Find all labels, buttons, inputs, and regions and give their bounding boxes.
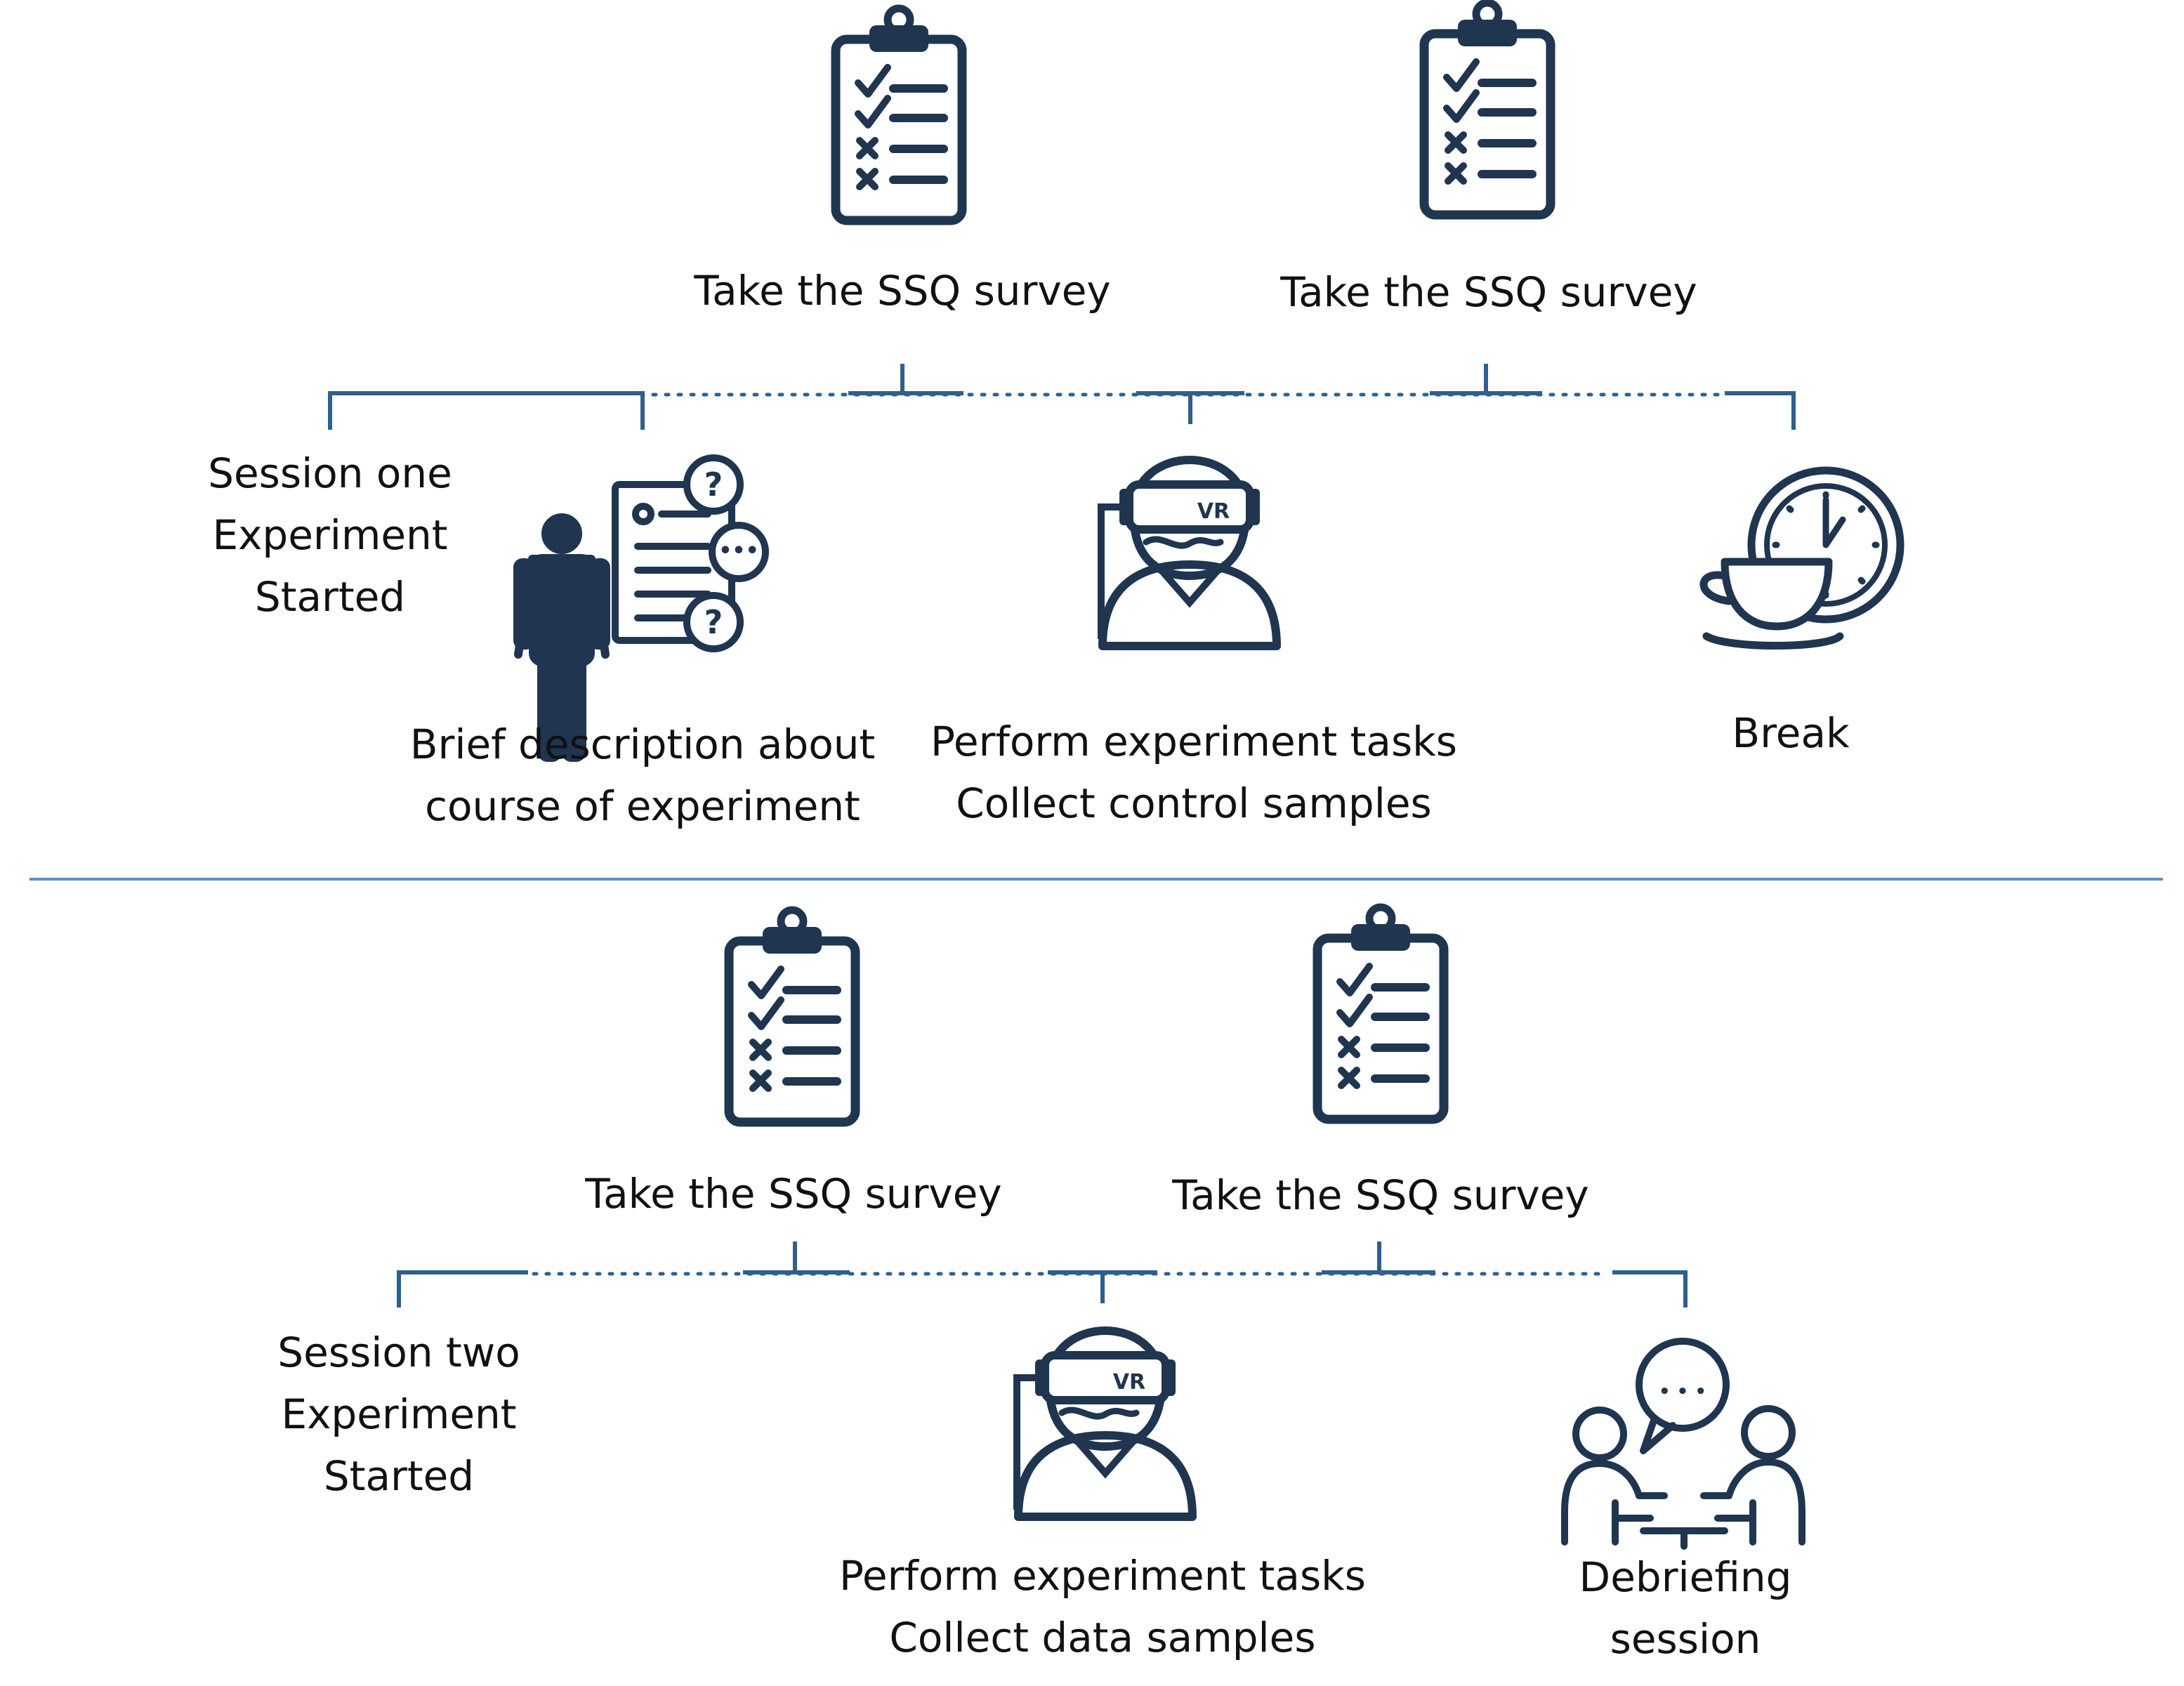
svg-text:• • •: • • • [1659,1381,1706,1402]
ssq-survey-label: Take the SSQ survey [1280,268,1697,316]
person-document-questions-icon: ? ••• ? [513,454,769,762]
session-two-timeline [397,1242,1688,1308]
svg-text:?: ? [704,466,723,503]
ssq-survey-label: Take the SSQ survey [585,1170,1002,1218]
clipboard-checklist-icon [1424,3,1551,215]
svg-text:•••: ••• [718,539,759,563]
svg-text:?: ? [704,603,723,641]
break-label: Break [1732,709,1850,757]
vr-headset-user-icon [1017,1331,1192,1517]
clipboard-checklist-icon [836,8,962,220]
session-one-timeline [328,364,1796,430]
two-people-conversation-icon: • • • [1561,1338,1805,1550]
ssq-survey-label: Take the SSQ survey [1172,1171,1589,1219]
coffee-cup-clock-icon [1699,466,1905,650]
clipboard-checklist-icon [729,910,855,1122]
vr-headset-user-icon [1101,460,1277,646]
clipboard-checklist-icon [1317,907,1444,1119]
ssq-survey-label: Take the SSQ survey [694,267,1111,315]
